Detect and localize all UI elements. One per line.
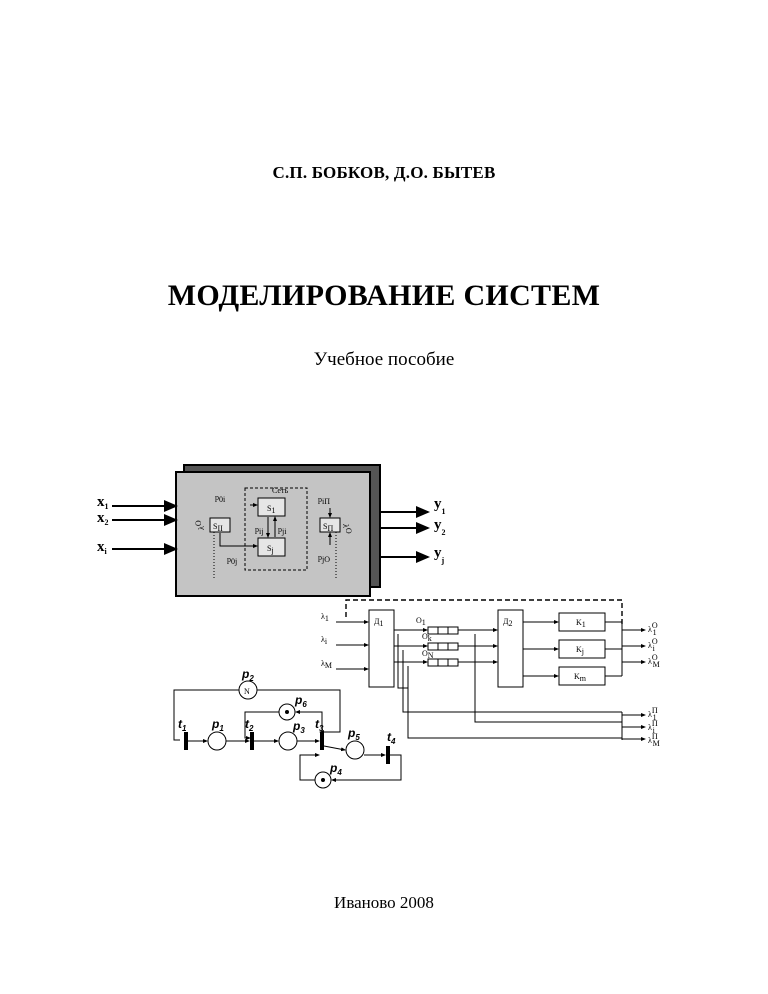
prob-p0j: p0j: [227, 555, 237, 566]
place-p1: p1: [211, 717, 224, 733]
petri-net: N p2 p6 t1 t2 t3 t4 p1 p3 p5: [173, 667, 402, 789]
output-y1: y1: [434, 496, 446, 516]
prob-pjo: pjO: [318, 553, 330, 564]
prob-pji: pji: [278, 525, 287, 536]
queue-o1: O1: [416, 616, 426, 627]
queue-ok: Ok: [422, 632, 432, 643]
city-year: Иваново 2008: [334, 893, 434, 912]
transition-t1: t1: [178, 717, 187, 733]
node-sj: Sj: [267, 544, 274, 555]
node-s1: S1: [267, 504, 275, 515]
q-input-i: λi: [321, 635, 328, 646]
transition-t2: t2: [245, 717, 254, 733]
lambda-left: λO: [194, 520, 206, 530]
p2-marking: N: [244, 687, 250, 696]
channel-k1: K1: [576, 618, 586, 629]
input-x2: x2: [97, 510, 109, 527]
place-p4: p4: [329, 761, 342, 777]
lambda-right: λO: [341, 524, 353, 534]
node-s-p: SП: [323, 522, 333, 533]
distributor-d1: Д1: [374, 617, 383, 628]
prob-p0i: p0i: [215, 493, 226, 504]
channel-km: Km: [574, 672, 587, 683]
channel-kj: Kj: [576, 645, 584, 656]
output-yj: yj: [434, 545, 445, 565]
queue-on: ON: [422, 649, 434, 660]
transition-t4: t4: [387, 730, 396, 746]
place-p5: p5: [347, 726, 360, 742]
queue-scheme: Д1 λ1 λi λM O1 Ok ON Д2 K1: [321, 599, 660, 748]
book-subtitle: Учебное пособие: [313, 349, 455, 370]
node-s-ii: SII: [213, 522, 223, 533]
place-p6: p6: [294, 693, 307, 709]
block-diagram: Сеть S1 Sj SII SП p0i pij pji p0j piП pj…: [97, 464, 446, 597]
q-input-1: λ1: [321, 612, 329, 623]
place-p3: p3: [292, 719, 305, 735]
net-label: Сеть: [272, 486, 288, 495]
prob-pip: piП: [318, 495, 330, 506]
prob-pij: pij: [255, 525, 263, 536]
cover-illustration: Сеть S1 Sj SII SП p0i pij pji p0j piП pj…: [97, 464, 660, 789]
input-xi: xi: [97, 539, 108, 556]
transition-t3: t3: [315, 717, 324, 733]
distributor-d2: Д2: [503, 617, 512, 628]
input-x1: x1: [97, 494, 109, 511]
book-title: МОДЕЛИРОВАНИЕ СИСТЕМ: [167, 279, 601, 312]
q-input-m: λM: [321, 659, 332, 670]
output-y2: y2: [434, 517, 446, 537]
authors: С.П. БОБКОВ, Д.О. БЫТЕВ: [272, 163, 496, 182]
place-p2: p2: [241, 667, 254, 683]
